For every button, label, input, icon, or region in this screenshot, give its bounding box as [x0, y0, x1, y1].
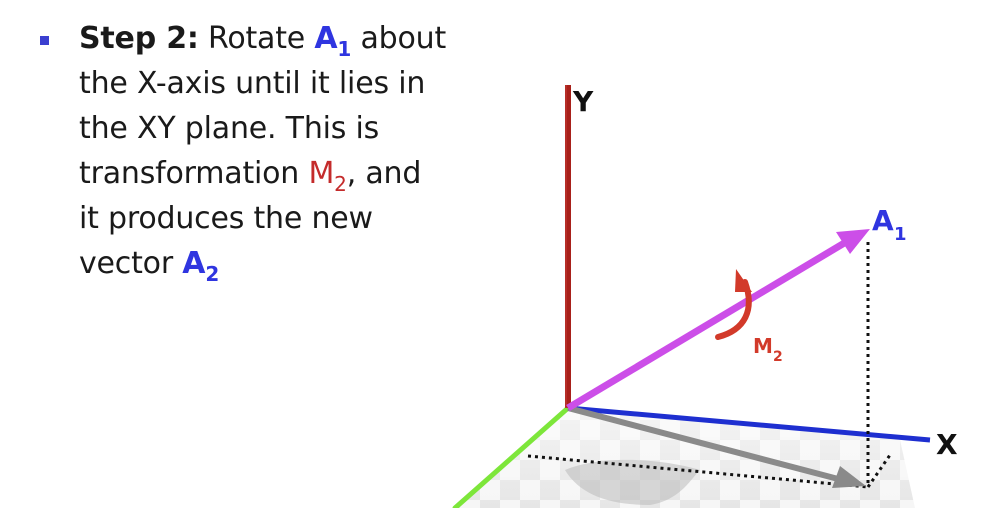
rotation-label-letter: M — [753, 334, 773, 358]
projection-vector — [567, 405, 843, 483]
floor-shadow — [565, 459, 700, 505]
vector-a1-subscript: 1 — [337, 37, 352, 61]
z-axis — [452, 405, 571, 508]
bullet-marker — [40, 36, 49, 45]
vector-a1-label-subscript: 1 — [894, 224, 907, 245]
vector-a1-label: A 1 — [872, 204, 907, 245]
text-segment-2: about the X-axis until it lies in the XY… — [79, 21, 447, 191]
floor-plane — [455, 408, 915, 508]
matrix-m2-subscript: 2 — [334, 172, 347, 196]
floor-dotted-line-front — [527, 454, 869, 489]
x-axis-label: X — [936, 428, 958, 461]
vector-a2-subscript: 2 — [205, 262, 220, 286]
vector-a1-arrowhead — [836, 229, 870, 254]
rotation-label: M 2 — [753, 334, 783, 365]
vector-a1-label-letter: A — [872, 204, 894, 237]
text-segment-3: , and it produces the new vector — [79, 156, 422, 281]
bullet-text: Step 2: Rotate A1 about the X-axis until… — [79, 16, 449, 286]
step-label: Step 2: — [79, 21, 199, 56]
y-axis-label: Y — [572, 85, 594, 118]
projection-arrowhead — [832, 466, 866, 488]
x-axis — [567, 405, 931, 443]
vector-a1-shaft — [566, 238, 848, 412]
rotation-arrowhead — [735, 269, 752, 292]
matrix-m2-letter: M — [308, 156, 335, 191]
matrix-m2-text: M2 — [308, 156, 346, 194]
vector-a2-letter: A — [182, 246, 206, 281]
vector-a1-text: A1 — [314, 21, 351, 59]
vector-a1-letter: A — [314, 21, 338, 56]
rotation-label-subscript: 2 — [773, 349, 783, 365]
text-segment-1: Rotate — [198, 21, 315, 56]
vector-a2-text: A2 — [182, 246, 219, 284]
